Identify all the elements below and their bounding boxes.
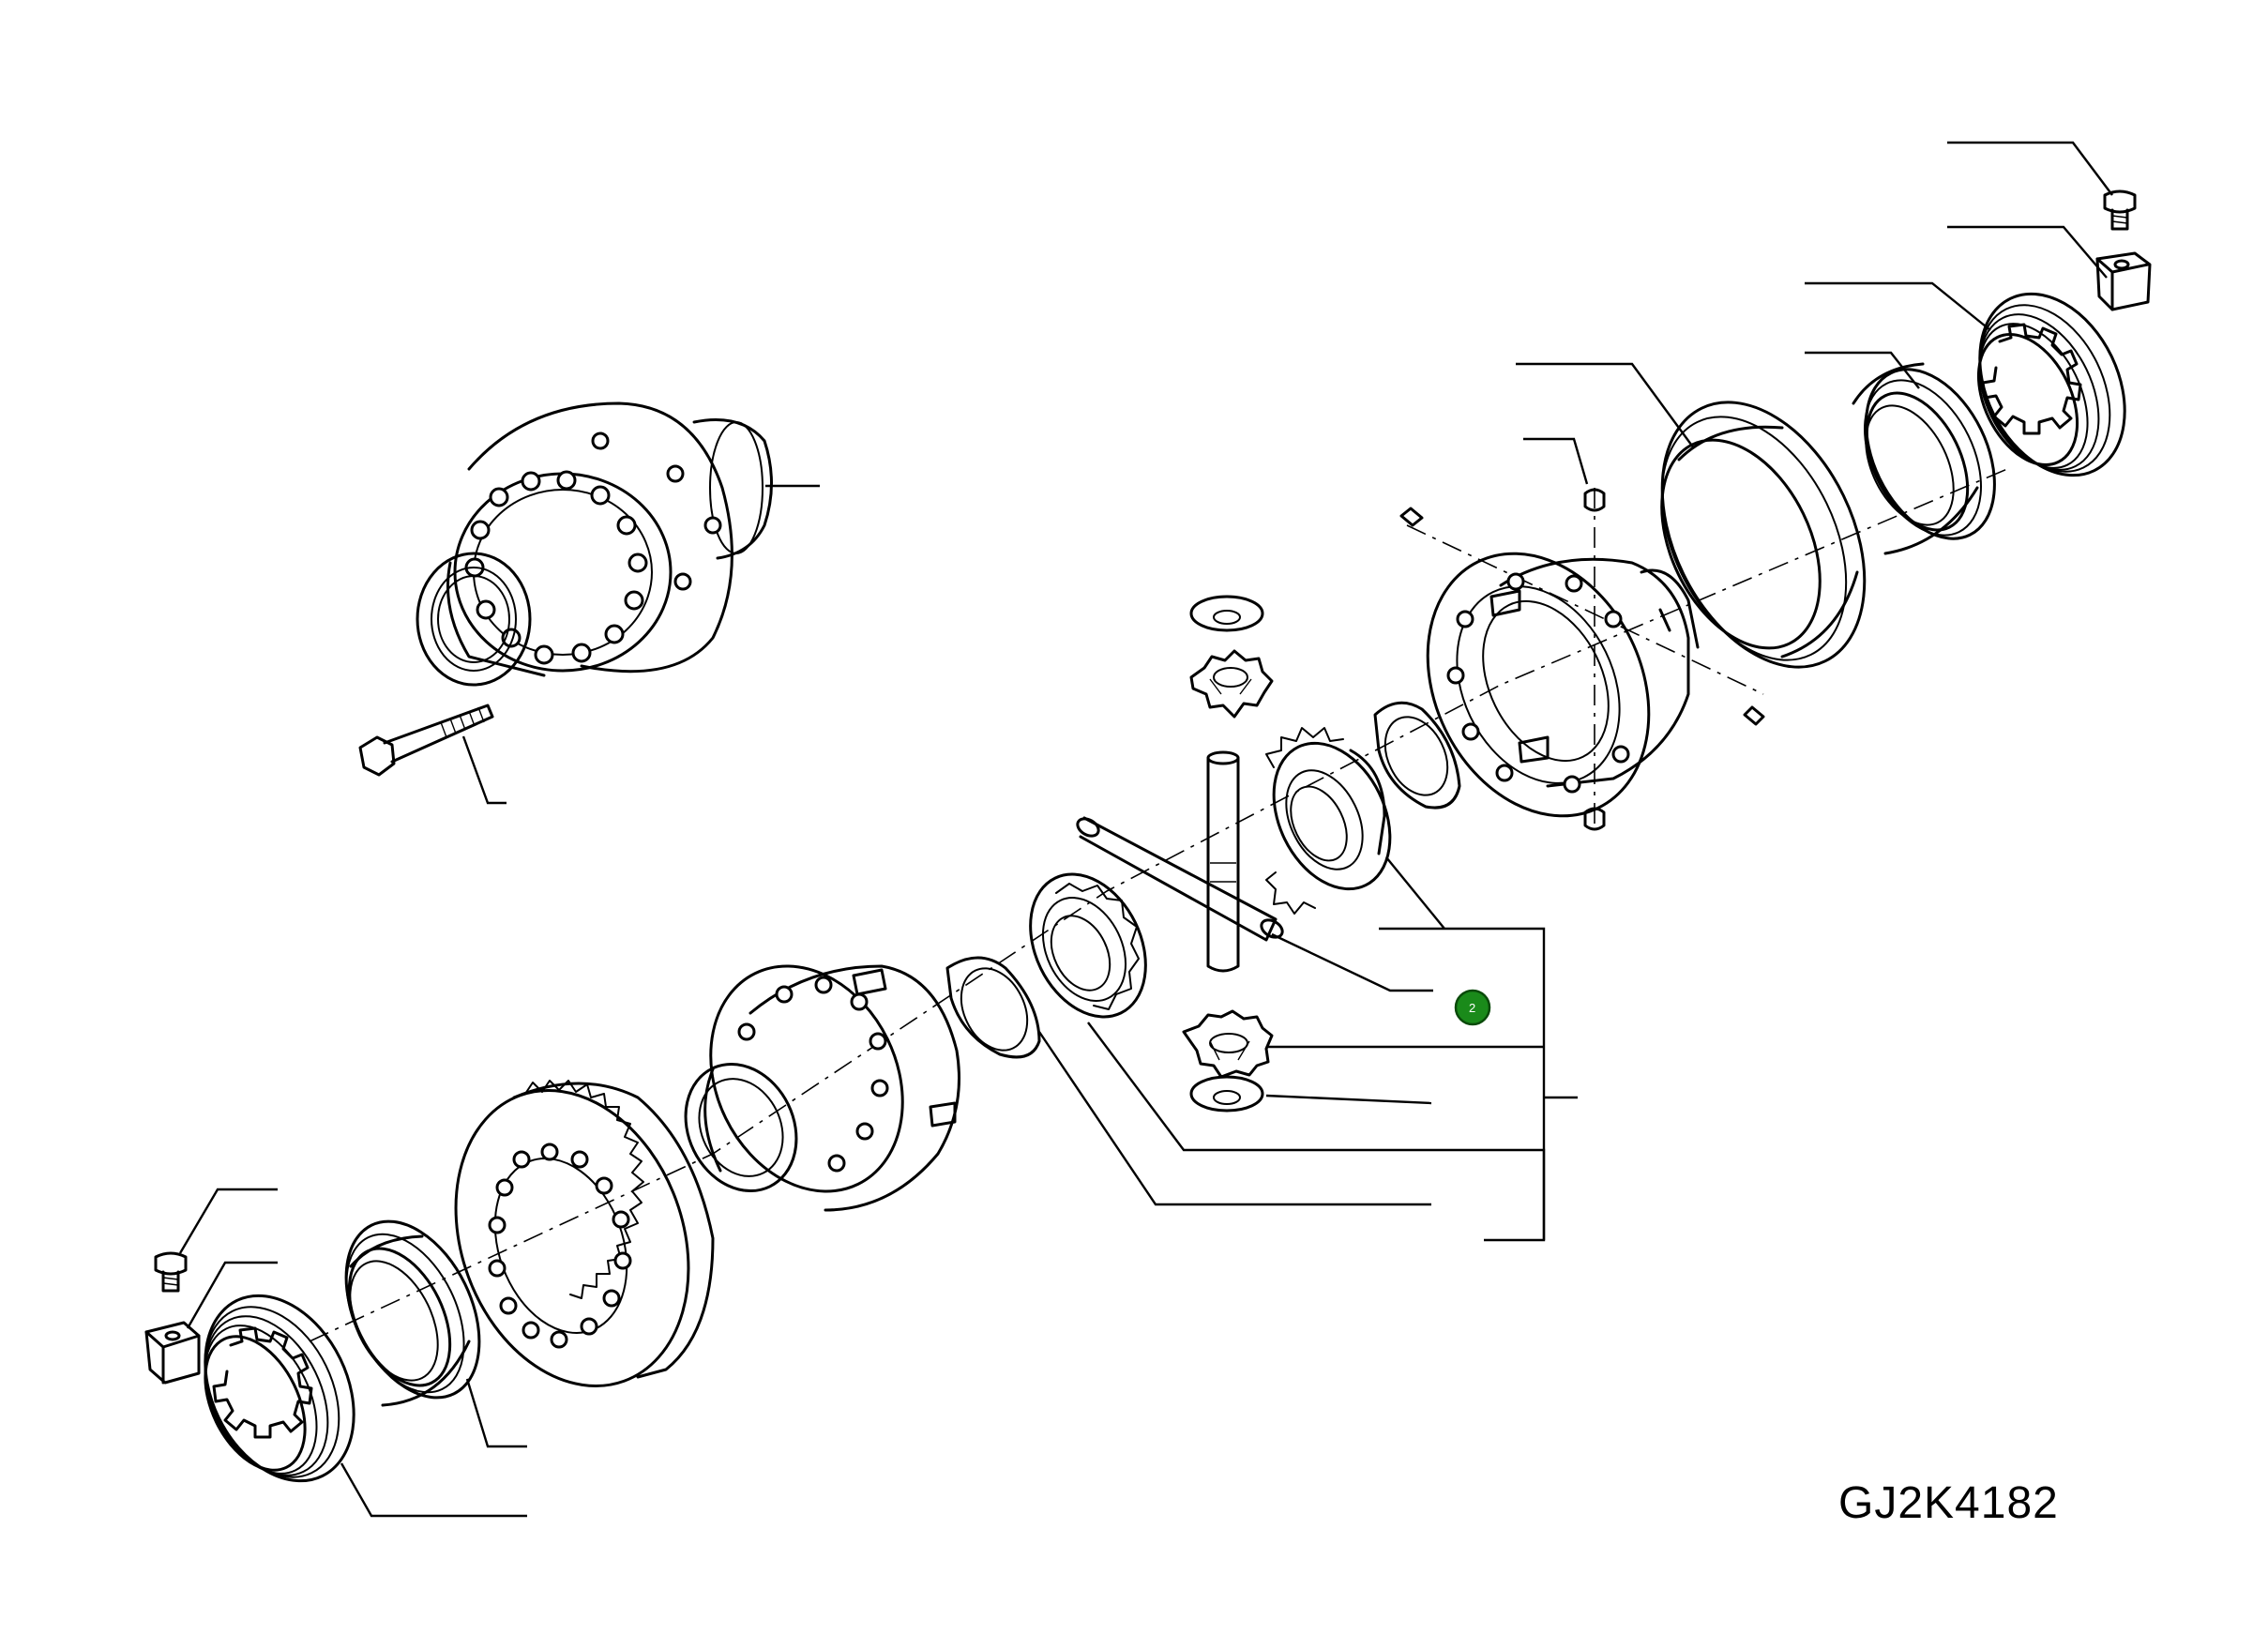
taper-roller-bearing-icon [1852,362,1996,555]
thrust-washer-icon [945,956,1041,1059]
thrust-washer-icon [1373,701,1461,810]
spherical-washer-icon [1189,1075,1264,1113]
bearing-adjuster-ring-icon [204,1294,355,1483]
lock-screw-icon [2103,189,2137,231]
dowel-pin-icon [1399,488,1765,831]
differential-case-half-icon [1426,552,1700,818]
differential-case-half-icon [684,964,960,1212]
bolt-icon [358,704,494,777]
leader-line-dowel-pin [1523,437,1589,485]
leader-line-washer-bottom [1265,1094,1432,1105]
drawing-code-label: GJ2K4182 [1838,1478,2059,1528]
leader-line-bearing-top [1805,351,1920,389]
differential-assembly-icon [416,401,773,687]
lock-screw-icon [154,1251,188,1293]
leader-line-lock-screw [1947,141,2113,196]
lock-plate-icon [2095,251,2152,311]
bracket-line [1379,927,1578,1240]
leader-line-left-washer [1038,1031,1431,1206]
callout-badge[interactable]: 2 [1454,989,1491,1026]
leader-line-shaft [1271,932,1433,992]
callout-number[interactable]: 2 [1469,1001,1475,1015]
leader-line-right-sidegear [1385,856,1445,930]
leader-line-adjuster-ring-bottom [340,1462,527,1518]
planet-pinion-icon [1189,649,1274,719]
side-gear-icon [1265,727,1392,915]
ring-gear-icon [454,1080,715,1387]
lock-plate-icon [144,1321,201,1385]
leader-line-lock-plate-bottom [186,1261,278,1329]
leader-line-bearing-bottom [465,1378,527,1448]
bearing-adjuster-ring-icon [1976,292,2126,477]
side-gear-icon [1029,872,1147,1019]
callout-circle[interactable] [1454,989,1491,1026]
leader-line-lock-screw-bottom [178,1188,278,1254]
spherical-washer-icon [1189,595,1264,632]
taper-roller-bearing-icon [344,1219,481,1407]
center-axis-lines [309,468,2008,1342]
leader-line-adjuster-ring-top [1805,281,1991,331]
planet-pinion-icon [1182,1009,1274,1079]
leader-line-bolt [461,735,507,805]
leader-line-lock-plate [1947,225,2108,279]
leader-line-bearing-cup [1516,362,1695,449]
leader-line-left-sidegear [1087,1022,1546,1242]
bearing-cup-icon [1660,401,1867,669]
cross-shaft-icon [1076,750,1284,973]
